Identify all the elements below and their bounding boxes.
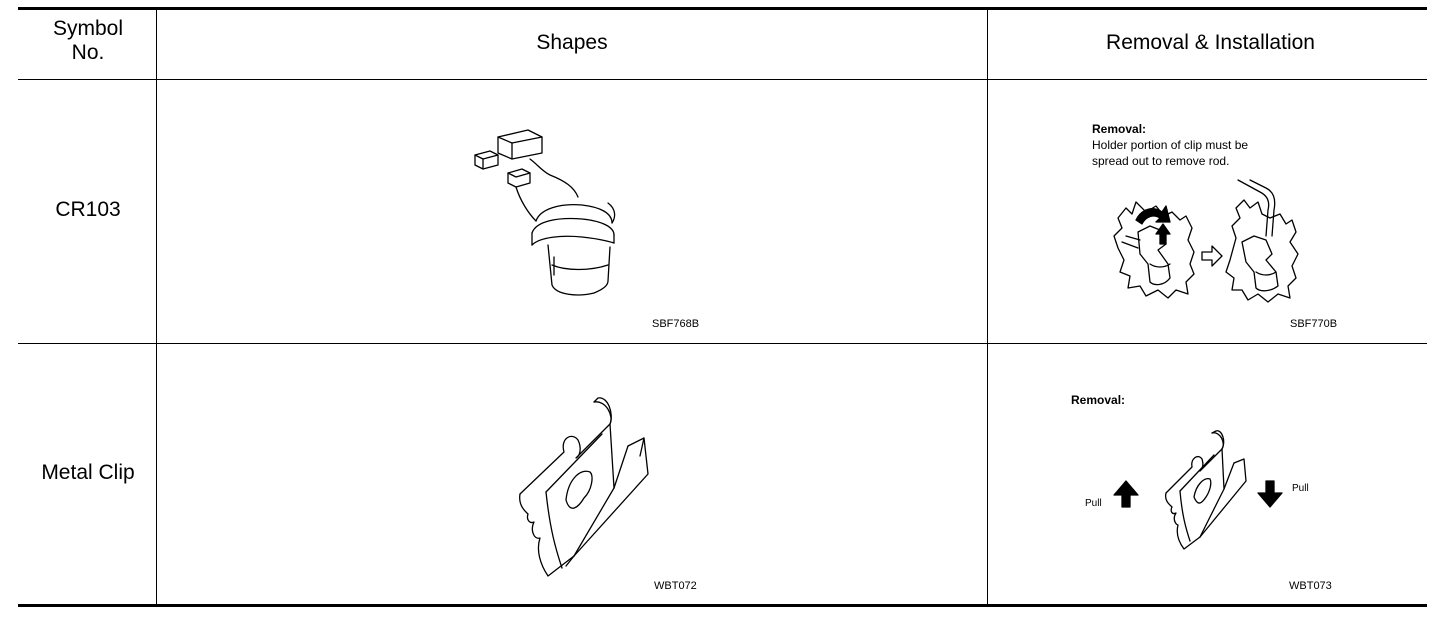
cr103-removal-title: Removal: (1092, 122, 1147, 136)
column-divider-1 (156, 9, 157, 606)
row-symbol-cr103: CR103 (55, 198, 121, 221)
metal-clip-removal-illustration (1113, 430, 1283, 550)
cr103-removal-note: Removal: Holder portion of clip must be … (1092, 121, 1352, 169)
row-divider (18, 343, 1427, 344)
cr103-removal-text-line-1: Holder portion of clip must be (1092, 138, 1249, 152)
pull-label-right: Pull (1292, 483, 1309, 494)
table-bottom-rule (18, 604, 1427, 607)
header-shapes: Shapes (536, 31, 608, 54)
pull-up-arrow-icon (1113, 480, 1139, 508)
cr103-removal-illustration (1113, 179, 1299, 303)
metal-clip-removal-title: Removal: (1071, 393, 1126, 407)
row-symbol-metal-clip: Metal Clip (41, 461, 135, 484)
metal-clip-removal-caption: WBT073 (1289, 580, 1332, 592)
header-bottom-rule (18, 79, 1427, 80)
cr103-removal-text-line-2: spread out to remove rod. (1092, 154, 1230, 168)
metal-clip-shape-caption: WBT072 (654, 580, 697, 592)
table-top-rule (18, 7, 1427, 10)
metal-clip-illustration (519, 397, 649, 577)
cr103-removal-caption: SBF770B (1290, 318, 1338, 330)
pull-label-left: Pull (1085, 498, 1102, 509)
pull-down-arrow-icon (1257, 480, 1283, 508)
column-divider-2 (987, 9, 988, 606)
cr103-clip-illustration (474, 129, 616, 296)
header-removal-installation: Removal & Installation (1106, 31, 1315, 54)
cr103-shape-caption: SBF768B (652, 318, 700, 330)
header-symbol-no: Symbol No. (52, 17, 124, 64)
